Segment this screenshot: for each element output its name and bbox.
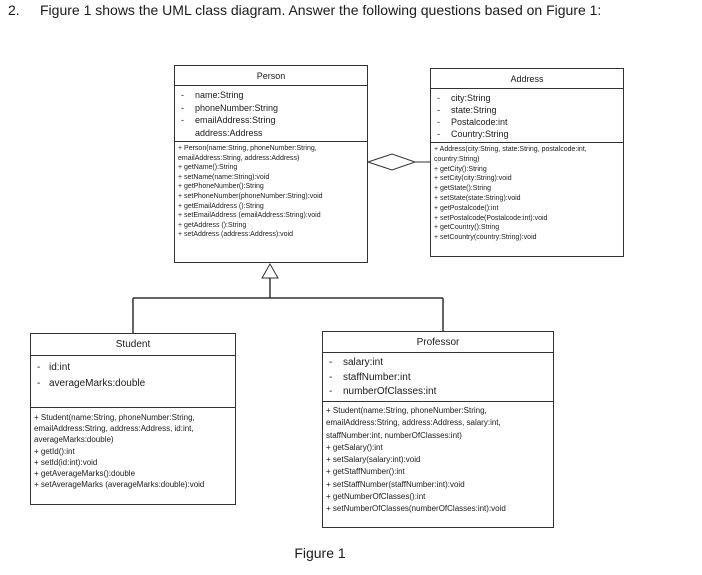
method: + Student(name:String, phoneNumber:Strin… (34, 413, 195, 422)
method: + getCity():String (434, 165, 487, 173)
method: + getSalary():int (326, 442, 383, 452)
method: + getName():String (178, 164, 238, 172)
attribute: -Country:String (437, 129, 509, 139)
class-person: Person -name:String -phoneNumber:String … (174, 65, 368, 263)
method: + getNumberOfClasses():int (326, 492, 426, 502)
class-student-attributes: -id:int -averageMarks:double (31, 356, 235, 408)
attribute: -Postalcode:int (437, 117, 508, 127)
question-text: Figure 1 shows the UML class diagram. An… (40, 2, 602, 18)
class-address-methods: + Address(city:String, state:String, pos… (431, 143, 623, 243)
method: + setCity(city:String):void (434, 175, 512, 183)
attribute: -phoneNumber:String (181, 102, 279, 113)
attribute: -id:int (37, 362, 71, 373)
method: emailAddress:String, address:Address, sa… (326, 418, 501, 428)
method: + getPhoneNumber():String (178, 183, 264, 191)
class-professor: Professor -salary:int -staffNumber:int -… (322, 331, 554, 528)
class-professor-attributes: -salary:int -staffNumber:int -numberOfCl… (323, 353, 553, 402)
class-person-name: Person (175, 66, 367, 86)
attribute: -city:String (437, 93, 491, 103)
method: + getPostalcode():int (434, 204, 499, 212)
class-student: Student -id:int -averageMarks:double + S… (30, 333, 236, 505)
attribute: -state:String (437, 105, 497, 115)
class-professor-methods: + Student(name:String, phoneNumber:Strin… (323, 402, 553, 516)
attribute: -salary:int (329, 357, 384, 368)
method: + setSalary(salary:int):void (326, 455, 421, 465)
method: + getState():String (434, 185, 492, 193)
attribute: -emailAddress:String (181, 115, 276, 125)
method: + getAverageMarks():double (34, 469, 136, 479)
attribute: -numberOfClasses:int (329, 386, 437, 397)
aggregation-diamond (366, 153, 417, 171)
attribute: -name:String (181, 90, 244, 100)
method: + setPostalcode(Postalcode:int):void (434, 214, 548, 222)
class-student-methods: + Student(name:String, phoneNumber:Strin… (31, 408, 235, 490)
method: + setNumberOfClasses(numberOfClasses:int… (326, 504, 506, 514)
attribute: address:Address (195, 127, 263, 138)
method: + setAddress (address:Address):void (178, 231, 293, 239)
attribute: -averageMarks:double (37, 378, 146, 389)
class-address-attributes: -city:String -state:String -Postalcode:i… (431, 89, 623, 143)
class-address-name: Address (431, 69, 623, 89)
method: + setId(id:int):void (34, 457, 98, 467)
method: + getEmailAddress ():String (178, 202, 264, 210)
method: emailAddress:String, address:Address, id… (34, 424, 194, 434)
method: + setName(name:String):void (178, 173, 270, 181)
method: + setAverageMarks (averageMarks:double):… (34, 480, 205, 490)
class-student-name: Student (31, 334, 235, 356)
method: country:String) (434, 155, 480, 163)
method: + setState(state:String):void (434, 194, 521, 202)
attribute: -staffNumber:int (329, 371, 411, 383)
figure-caption: Figure 1 (294, 545, 346, 561)
method: + setStaffNumber(staffNumber:int):void (326, 479, 465, 489)
method: + setEmailAddress (emailAddress:String):… (178, 212, 321, 220)
method: + getCountry():String (434, 224, 500, 232)
method: + setCountry(country:String):void (434, 234, 537, 242)
class-person-methods: + Person(name:String, phoneNumber:String… (175, 142, 367, 240)
class-address: Address -city:String -state:String -Post… (430, 68, 624, 257)
method: + Person(name:String, phoneNumber:String… (178, 145, 317, 152)
method: + getStaffNumber():int (326, 467, 405, 477)
method: averageMarks:double) (34, 435, 114, 445)
method: + getAddress ():String (178, 221, 247, 229)
method: emailAddress:String, address:Address) (178, 154, 300, 162)
method: staffNumber:int, numberOfClasses:int) (326, 430, 462, 440)
method: + getId():int (34, 446, 75, 456)
inheritance-triangle (261, 262, 279, 279)
method: + setPhoneNumber(phoneNumber:String):voi… (178, 192, 323, 200)
class-professor-name: Professor (323, 332, 553, 353)
method: + Address(city:String, state:String, pos… (434, 146, 587, 153)
class-person-attributes: -name:String -phoneNumber:String -emailA… (175, 86, 367, 142)
method: + Student(name:String, phoneNumber:Strin… (326, 406, 487, 415)
question-number: 2. (8, 2, 20, 18)
